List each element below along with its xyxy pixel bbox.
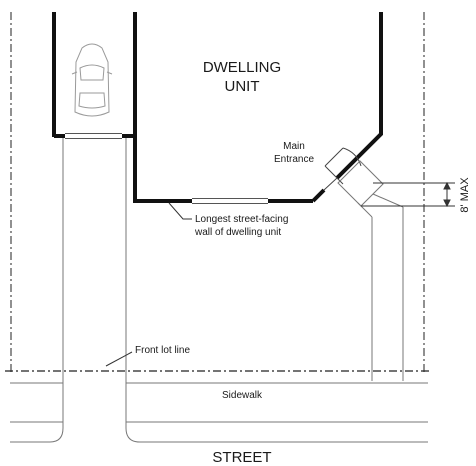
dimension-8ft-max [361,181,455,208]
car-icon [71,43,113,117]
main-entrance-label-line2: Entrance [274,154,314,165]
dwelling-walls [133,12,383,203]
dwelling-label-line1: DWELLING [203,59,281,76]
walkway [337,160,404,381]
dimension-label: 8' MAX [459,177,471,213]
dwelling-label-line2: UNIT [225,78,260,95]
sidewalk-label: Sidewalk [222,390,263,401]
longest-wall-leader [168,202,192,220]
front-lot-line-label: Front lot line [135,345,190,356]
garage [52,12,135,139]
main-entrance-label-line1: Main [283,141,305,152]
longest-wall-label-line2: wall of dwelling unit [194,227,281,238]
front-lot-line-leader [105,351,133,367]
street-label: STREET [212,449,271,466]
longest-wall-label-line1: Longest street-facing [195,214,288,225]
main-entrance-door [323,147,362,191]
driveway [10,138,428,443]
window [192,198,268,204]
